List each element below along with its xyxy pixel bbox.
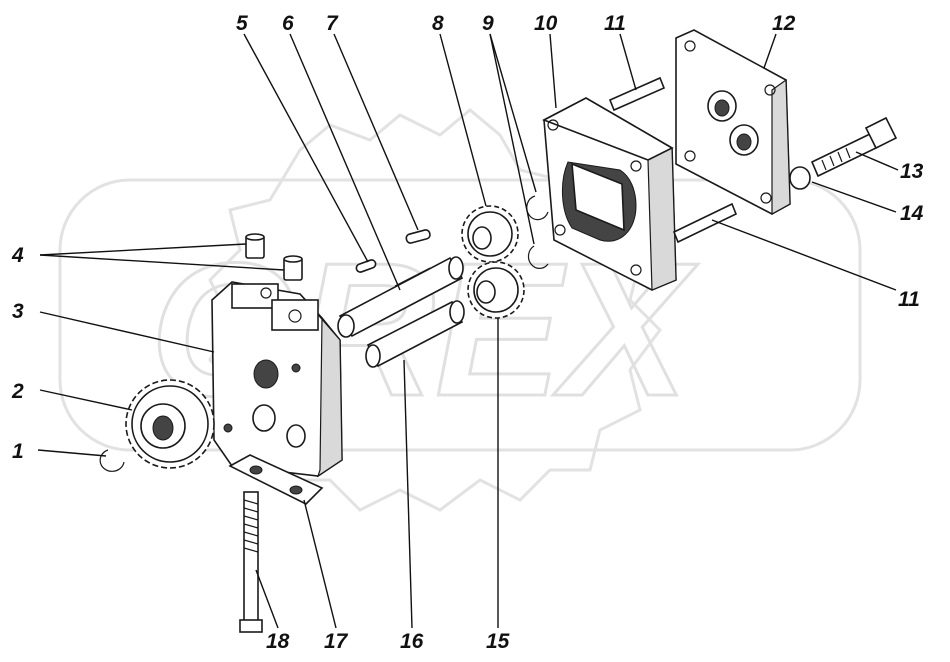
callout-11-lower: 11 — [898, 288, 920, 311]
key-small — [355, 259, 377, 273]
snap-ring-left — [99, 449, 125, 472]
pump-gear-lower — [467, 261, 525, 319]
callout-1: 1 — [12, 440, 24, 463]
callout-14: 14 — [900, 202, 924, 225]
gasket-plate — [228, 454, 324, 505]
drive-gear — [125, 379, 215, 469]
bushing-lower — [283, 255, 303, 281]
callout-6: 6 — [282, 12, 294, 35]
gear-housing — [542, 97, 677, 291]
driven-shaft — [365, 300, 465, 368]
callout-7: 7 — [326, 12, 339, 35]
callout-labels: 1 2 3 4 5 6 7 8 9 10 11 11 12 13 14 15 1… — [11, 12, 924, 653]
callout-4: 4 — [11, 244, 24, 267]
callout-8: 8 — [432, 12, 444, 35]
bushing-upper — [245, 233, 265, 259]
callout-10: 10 — [534, 12, 558, 35]
snap-ring-lower — [527, 245, 549, 269]
snap-ring-upper — [526, 195, 549, 221]
leader-lines — [37, 33, 899, 629]
key-upper — [405, 229, 431, 244]
washer — [789, 166, 811, 190]
callout-17: 17 — [324, 630, 349, 653]
watermark-frame — [58, 178, 862, 452]
long-bolt — [239, 491, 263, 633]
dowel-pin-lower — [672, 202, 738, 244]
callout-3: 3 — [12, 300, 24, 323]
pump-gear-upper — [461, 205, 519, 263]
callout-5: 5 — [236, 12, 248, 35]
callout-9: 9 — [482, 12, 494, 35]
drive-shaft — [337, 256, 464, 338]
watermark-gear — [208, 108, 662, 512]
callout-12: 12 — [772, 12, 796, 35]
callout-13: 13 — [900, 160, 924, 183]
dowel-pin-upper — [608, 76, 666, 112]
pump-body — [211, 281, 343, 478]
callout-2: 2 — [11, 380, 24, 403]
callout-18: 18 — [266, 630, 290, 653]
callout-11-upper: 11 — [604, 12, 626, 35]
callout-16: 16 — [400, 630, 424, 653]
cover-bolt — [810, 116, 898, 178]
callout-15: 15 — [486, 630, 510, 653]
cover-plate — [675, 29, 791, 216]
